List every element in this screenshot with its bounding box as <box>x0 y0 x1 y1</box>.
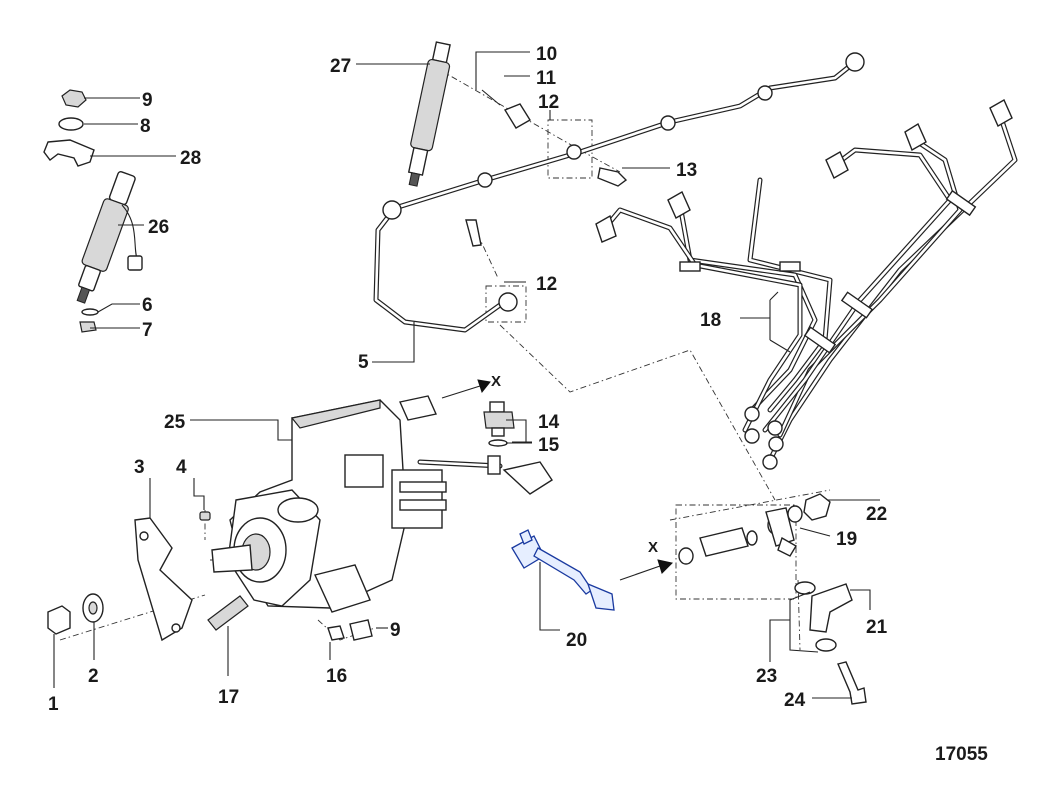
callout-12-mid: 12 <box>536 274 557 295</box>
clamp-28 <box>43 139 95 167</box>
banjo-bolt-13 <box>597 167 628 187</box>
stud-17 <box>207 595 249 631</box>
callout-26: 26 <box>148 217 169 238</box>
callout-23: 23 <box>756 666 777 687</box>
arrow-x-bottom <box>657 559 674 574</box>
callout-6: 6 <box>142 295 153 316</box>
elbow-21 <box>809 583 853 633</box>
injector-27 <box>407 41 451 187</box>
callout-22: 22 <box>866 504 887 525</box>
washer-16 <box>327 625 345 641</box>
arrow-x-top <box>477 379 491 394</box>
callout-14: 14 <box>538 412 560 433</box>
callout-19: 19 <box>836 529 857 550</box>
callout-4: 4 <box>176 457 187 478</box>
callout-1: 1 <box>48 694 59 715</box>
callout-leaders <box>53 51 880 699</box>
callout-9-top: 9 <box>142 90 153 111</box>
nut-9-top <box>61 89 87 108</box>
valve-14 <box>483 401 515 447</box>
callout-5: 5 <box>358 352 369 373</box>
o-ring-15 <box>488 439 508 447</box>
gasket-3 <box>134 517 193 642</box>
direction-arrows: X X <box>441 373 674 581</box>
pump-mounting-parts <box>47 511 373 642</box>
callout-24: 24 <box>784 690 806 711</box>
callout-28: 28 <box>180 148 201 169</box>
callout-8: 8 <box>140 116 151 137</box>
callout-3: 3 <box>134 457 145 478</box>
callout-21: 21 <box>866 617 888 638</box>
injector-26 <box>76 171 136 304</box>
callout-25: 25 <box>164 412 186 433</box>
callout-12-top: 12 <box>538 92 559 113</box>
washer-19 <box>787 505 803 523</box>
callout-15: 15 <box>538 435 560 456</box>
nut-22 <box>803 493 831 521</box>
assembly-centerlines <box>59 69 831 651</box>
callout-18: 18 <box>700 310 721 331</box>
injection-pump-25 <box>211 395 553 613</box>
marker-x-bottom: X <box>648 539 658 556</box>
washer-7 <box>79 321 97 333</box>
return-fittings <box>678 493 867 705</box>
callout-10: 10 <box>536 44 557 65</box>
marker-x-top: X <box>491 373 501 390</box>
callout-2: 2 <box>88 666 99 687</box>
callout-11: 11 <box>536 68 557 89</box>
callout-labels: 1 2 3 4 5 6 7 8 9 9 10 11 12 12 13 14 15… <box>48 44 888 715</box>
injection-lines-18 <box>595 99 1018 470</box>
bolt-9-bottom <box>349 619 373 641</box>
callout-27: 27 <box>330 56 351 77</box>
callout-13: 13 <box>676 160 697 181</box>
o-ring-6 <box>81 308 99 316</box>
bolt-24 <box>837 661 867 705</box>
figure-number: 17055 <box>935 744 988 765</box>
callout-16: 16 <box>326 666 347 687</box>
leak-off-line-5 <box>373 52 865 333</box>
injector-left-group <box>43 89 143 333</box>
callout-17: 17 <box>218 687 239 708</box>
callout-7: 7 <box>142 320 153 341</box>
callout-20: 20 <box>566 630 587 651</box>
key-4 <box>199 511 211 521</box>
washer-8 <box>58 117 84 131</box>
sensor-20 <box>511 529 615 611</box>
pump-outlet-fitting <box>399 395 437 421</box>
fitting-11 <box>503 103 531 129</box>
nut-1 <box>47 605 71 635</box>
callout-9-bottom: 9 <box>390 620 401 641</box>
